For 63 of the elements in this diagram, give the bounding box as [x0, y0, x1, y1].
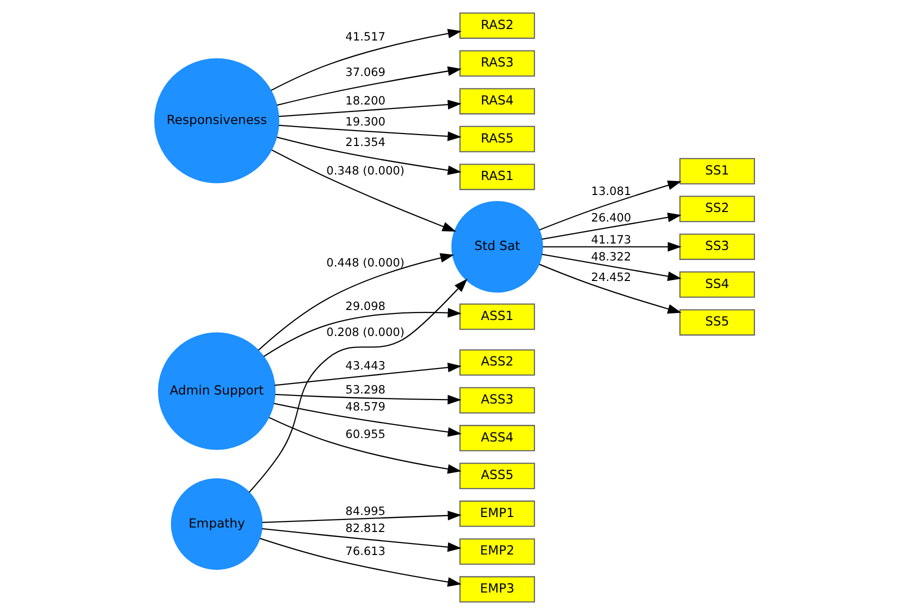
- edge-label: 41.517: [344, 30, 385, 44]
- node-box: ASS2: [458, 349, 534, 376]
- edge-label: 37.069: [344, 65, 385, 80]
- node-box: ASS5: [458, 462, 534, 490]
- arrow: [248, 278, 467, 493]
- edge-label: 48.579: [344, 400, 385, 414]
- arrow: [258, 253, 454, 351]
- arrow: [276, 66, 462, 106]
- arrow: [262, 510, 462, 523]
- arrow: [271, 149, 456, 232]
- arrow: [278, 124, 461, 142]
- edge-label: 60.955: [344, 427, 385, 442]
- edge-label: 19.300: [344, 114, 385, 128]
- node-box: SS2: [678, 196, 754, 222]
- node-box: SS4: [678, 271, 754, 298]
- arrow: [270, 28, 462, 91]
- edge-label: 41.173: [590, 232, 631, 246]
- arrow: [538, 264, 682, 314]
- arrow: [541, 254, 681, 281]
- arrow: [259, 538, 461, 587]
- arrow: [274, 394, 461, 405]
- edge-label: 13.081: [590, 184, 631, 198]
- node-circle: Responsiveness: [154, 58, 279, 184]
- arrow: [278, 100, 462, 118]
- arrow: [542, 242, 682, 252]
- node-box: RAS2: [458, 12, 534, 39]
- arrow: [273, 402, 462, 437]
- edge-label: 29.098: [344, 298, 385, 313]
- node-circle: Empathy: [170, 478, 262, 570]
- node-box: ASS3: [458, 387, 534, 414]
- node-box: EMP1: [458, 500, 534, 527]
- edge-label: 0.208 (0.000): [326, 325, 404, 340]
- arrow: [541, 212, 681, 240]
- edge-label: 24.452: [590, 270, 631, 284]
- arrow: [262, 308, 462, 357]
- edge-label: 76.613: [344, 544, 385, 558]
- edge-label: 84.995: [344, 504, 385, 518]
- edge-label: 26.400: [590, 210, 631, 225]
- node-box: SS5: [678, 309, 754, 336]
- edge-label: 53.298: [344, 382, 385, 396]
- node-box: RAS1: [458, 164, 534, 190]
- arrow: [274, 362, 462, 386]
- edge-label: 21.354: [344, 134, 385, 149]
- edge-label: 43.443: [344, 358, 385, 372]
- node-box: ASS4: [458, 424, 534, 452]
- edge-label: 0.448 (0.000): [326, 255, 404, 270]
- node-box: SS3: [678, 234, 754, 260]
- arrow: [268, 416, 461, 474]
- node-box: EMP2: [458, 538, 534, 565]
- arrow: [538, 180, 682, 230]
- arrow: [261, 528, 461, 552]
- arrow: [276, 136, 462, 175]
- edge-label: 0.348 (0.000): [326, 164, 404, 178]
- node-circle: Admin Support: [157, 332, 276, 450]
- node-box: ASS1: [458, 304, 534, 330]
- node-box: RAS4: [458, 88, 534, 114]
- edge-label: 48.322: [590, 250, 631, 264]
- node-box: RAS3: [458, 50, 534, 77]
- edge-label: 82.812: [344, 521, 385, 536]
- edge-label: 18.200: [344, 94, 385, 108]
- node-box: SS1: [678, 158, 754, 184]
- node-box: EMP3: [458, 576, 534, 603]
- node-box: RAS5: [458, 126, 534, 152]
